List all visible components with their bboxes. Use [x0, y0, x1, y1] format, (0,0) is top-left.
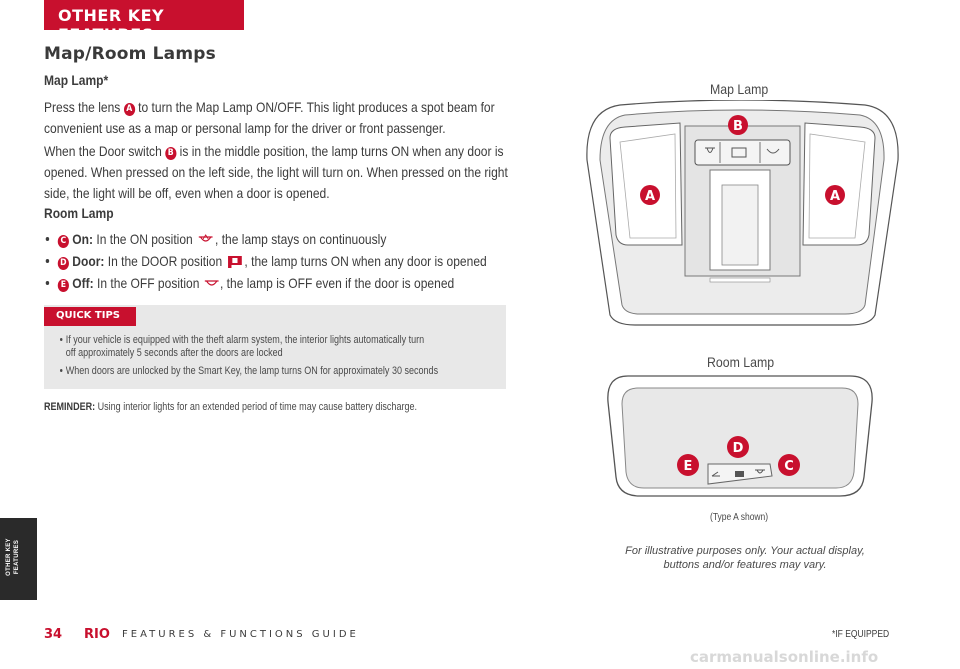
watermark: carmanualsonline.info [690, 648, 879, 666]
quick-tip-1: If your vehicle is equipped with the the… [60, 334, 486, 360]
room-lamp-item-off: E Off: In the OFF position , the lamp is… [44, 275, 454, 292]
model-name: RIO [84, 627, 110, 642]
page-number: 34 [44, 627, 63, 642]
guide-title: FEATURES & FUNCTIONS GUIDE [122, 629, 359, 640]
illustration-disclaimer: For illustrative purposes only. Your act… [625, 545, 865, 571]
section-tab: OTHER KEY FEATURES [44, 0, 244, 44]
callout-badge-d: D [57, 257, 69, 270]
room-callout-e: E [684, 459, 693, 474]
room-lamp-figure-label: Room Lamp [707, 354, 775, 370]
map-lamp-heading: Map Lamp* [44, 72, 109, 88]
room-lamp-item-door: D Door: In the DOOR position , the lamp … [44, 253, 487, 270]
map-callout-a-left: A [645, 189, 655, 204]
quick-tip-2: When doors are unlocked by the Smart Key… [60, 365, 486, 378]
room-lamp-illustration: D E C [607, 375, 873, 497]
callout-badge-e: E [57, 279, 69, 292]
room-callout-c: C [784, 459, 794, 474]
map-lamp-illustration: A A B [586, 100, 899, 326]
lamp-off-icon [204, 280, 219, 286]
type-note: (Type A shown) [710, 512, 769, 523]
callout-badge-a: A [123, 103, 135, 116]
reminder-note: REMINDER: Using interior lights for an e… [44, 401, 418, 413]
map-lamp-figure-label: Map Lamp [710, 81, 769, 97]
door-icon [228, 256, 242, 268]
map-lamp-paragraph: Press the lens A to turn the Map Lamp ON… [44, 99, 495, 136]
quick-tips-label: QUICK TIPS [44, 307, 136, 326]
room-lamp-item-on: C On: In the ON position , the lamp stay… [44, 231, 386, 248]
lamp-on-icon [198, 234, 213, 242]
if-equipped-note: *IF EQUIPPED [832, 629, 890, 640]
room-callout-d: D [733, 441, 744, 456]
page-title: Map/Room Lamps [44, 44, 216, 64]
map-callout-b: B [733, 119, 743, 134]
callout-badge-c: C [57, 235, 69, 248]
callout-badge-b: B [165, 147, 177, 160]
door-switch-paragraph: When the Door switch B is in the middle … [44, 143, 508, 201]
room-lamp-heading: Room Lamp [44, 205, 114, 221]
map-callout-a-right: A [830, 189, 840, 204]
